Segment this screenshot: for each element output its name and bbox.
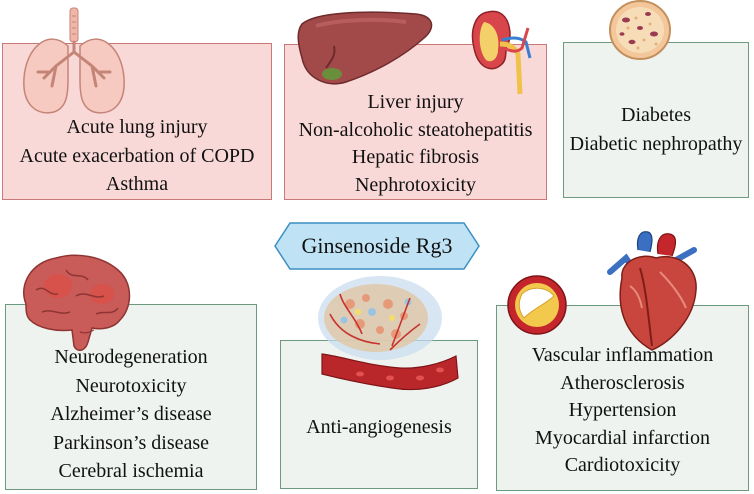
- disease-label: Cardiotoxicity: [564, 454, 681, 476]
- disease-label: Parkinson’s disease: [52, 431, 210, 454]
- center-label: Ginsenoside Rg3: [301, 233, 453, 258]
- disease-label: Acute lung injury: [66, 116, 208, 138]
- disease-label: Alzheimer’s disease: [50, 403, 212, 425]
- brain-icon: [23, 254, 131, 352]
- artery-plaque-icon: [507, 275, 567, 335]
- lung-disease-box: Acute lung injury Acute exacerbation of …: [2, 43, 272, 200]
- kidney-icon: [471, 10, 532, 95]
- liver-icon: [297, 11, 433, 85]
- disease-label: Vascular inflammation: [531, 344, 714, 366]
- effect-label: Anti-angiogenesis: [306, 416, 452, 438]
- disease-label: Non-alcoholic steatohepatitis: [298, 118, 533, 141]
- disease-label: Hepatic fibrosis: [351, 146, 480, 168]
- neuro-disease-box: Neurodegeneration Neurotoxicity Alzheime…: [5, 304, 257, 490]
- disease-label: Diabetic nephropathy: [569, 133, 743, 155]
- pancreas-islet-icon: [609, 0, 671, 60]
- disease-label: Diabetes: [621, 104, 691, 126]
- cardiovascular-disease-box: Vascular inflammation Atherosclerosis Hy…: [496, 305, 749, 491]
- diabetes-disease-box: Diabetes Diabetic nephropathy: [563, 42, 749, 198]
- disease-label: Nephrotoxicity: [354, 173, 477, 196]
- angiogenesis-box: Anti-angiogenesis: [280, 340, 478, 489]
- heart-icon: [607, 231, 697, 351]
- disease-label: Atherosclerosis: [560, 371, 685, 394]
- lung-disease-list: Acute lung injury Acute exacerbation of …: [3, 113, 271, 199]
- liver-kidney-disease-list: Liver injury Non-alcoholic steatohepatit…: [285, 89, 546, 199]
- disease-label: Liver injury: [367, 91, 464, 113]
- angiogenesis-list: Anti-angiogenesis: [281, 413, 477, 442]
- center-hexagon: [274, 222, 480, 270]
- tumor-vasculature-icon: [318, 276, 459, 391]
- disease-label: Hypertension: [568, 399, 677, 421]
- diabetes-disease-list: Diabetes Diabetic nephropathy: [564, 101, 748, 159]
- disease-label: Asthma: [105, 173, 169, 195]
- disease-label: Neurotoxicity: [75, 374, 187, 397]
- disease-label: Myocardial infarction: [535, 426, 710, 449]
- cardiovascular-disease-list: Vascular inflammation Atherosclerosis Hy…: [497, 342, 748, 480]
- lungs-icon: [23, 7, 125, 114]
- disease-label: Cerebral ischemia: [58, 460, 204, 482]
- disease-label: Neurodegeneration: [54, 346, 208, 368]
- disease-label: Acute exacerbation of COPD: [19, 144, 255, 167]
- neuro-disease-list: Neurodegeneration Neurotoxicity Alzheime…: [6, 343, 256, 486]
